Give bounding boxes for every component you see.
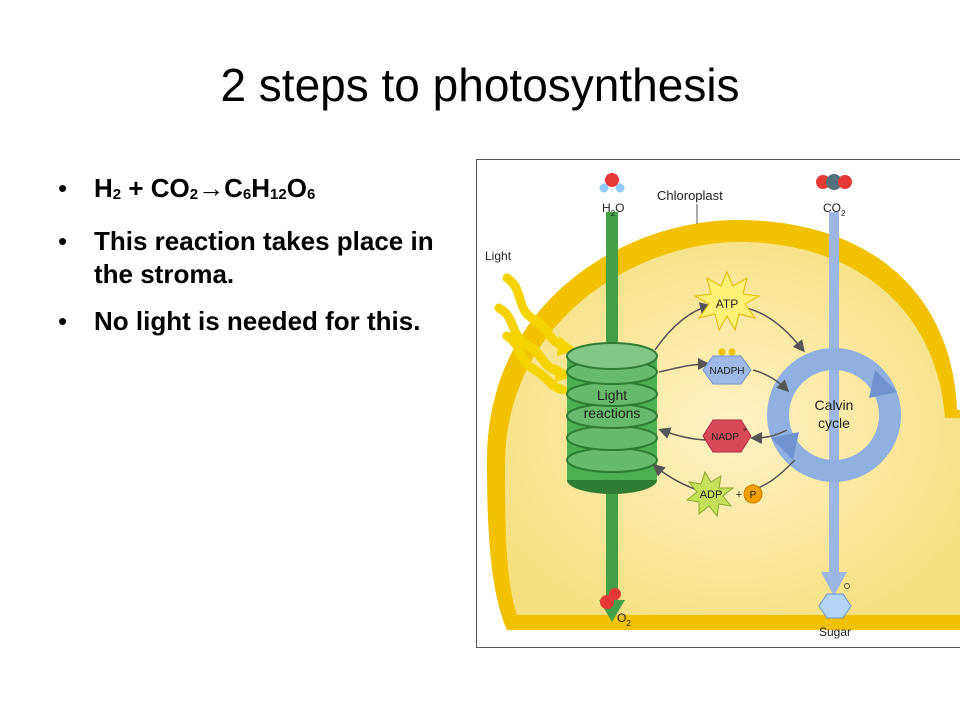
nadp-hexagon — [702, 419, 752, 453]
adp-label: ADP — [700, 489, 723, 501]
o2-label: O2 — [617, 611, 631, 628]
co2-arrow-shaft — [829, 212, 839, 577]
chloroplast-label: Chloroplast — [657, 188, 723, 203]
bullet-list: • H2 + CO2→C6H12O6 • This reaction takes… — [58, 172, 438, 352]
bullet-no-light: • No light is needed for this. — [58, 305, 438, 338]
nadp-sup: + — [743, 425, 748, 434]
calvin-label-2: cycle — [818, 415, 850, 431]
light-label: Light — [485, 249, 512, 263]
adp-star — [685, 470, 735, 518]
light-reactions-label-2: reactions — [584, 405, 641, 421]
bullet-stroma: • This reaction takes place in the strom… — [58, 225, 438, 291]
h2o-molecule-icon — [599, 173, 625, 193]
calvin-cycle — [767, 348, 901, 482]
co2-arrow-head — [821, 572, 847, 596]
bullet-dot: • — [58, 306, 68, 336]
atp-label: ATP — [716, 297, 738, 311]
atp-star — [693, 270, 761, 332]
bullet-equation: • H2 + CO2→C6H12O6 — [58, 172, 438, 211]
equation-text: H2 + CO2→C6H12O6 — [94, 173, 316, 203]
calvin-label-1: Calvin — [815, 397, 854, 413]
sugar-hexagon-icon — [818, 593, 852, 619]
bullet-dot: • — [58, 173, 68, 203]
h2o-label: H2O — [602, 201, 624, 218]
light-rays — [494, 273, 568, 395]
bullet-text: No light is needed for this. — [94, 306, 421, 336]
plus-label: + — [736, 489, 742, 501]
photosynthesis-diagram: Light reactions Calvin cycle ATP NADPH — [476, 159, 960, 648]
sugar-label: Sugar — [819, 625, 851, 639]
thylakoid-stack — [566, 342, 658, 494]
slide-title: 2 steps to photosynthesis — [220, 59, 740, 111]
co2-molecule-icon — [816, 174, 852, 190]
bullet-text: This reaction takes place in the stroma. — [94, 226, 434, 289]
o2-molecule-icon — [600, 588, 621, 609]
p-label: P — [750, 490, 757, 501]
nadph-hexagon — [702, 355, 752, 385]
phosphate-circle — [743, 484, 763, 504]
nadp-label: NADP — [711, 432, 739, 443]
nadph-label: NADPH — [709, 366, 744, 377]
co2-label: CO2 — [823, 201, 846, 218]
bullet-dot: • — [58, 226, 68, 256]
light-reactions-label-1: Light — [597, 387, 627, 403]
